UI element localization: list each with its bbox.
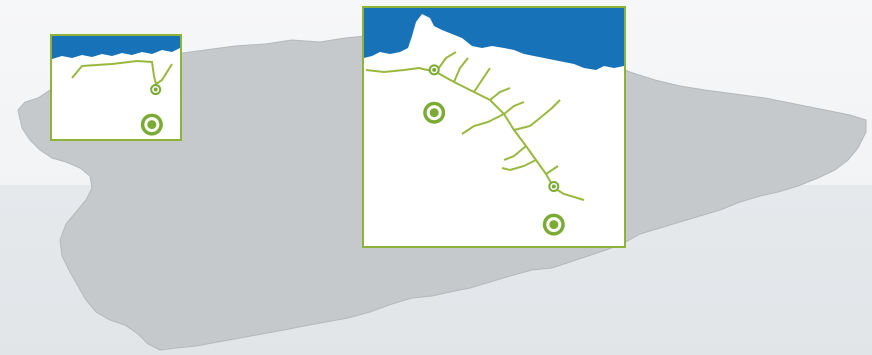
river-network [365,51,585,201]
sea-area [52,36,180,59]
large-marker-central-1[interactable] [423,101,446,124]
large-marker-central-3[interactable] [542,213,565,236]
small-marker-west-0[interactable] [150,84,162,96]
small-marker-central-2[interactable] [548,181,560,192]
large-marker-west-1[interactable] [140,113,163,136]
inset-map-central[interactable] [362,6,626,248]
sea-area [364,8,624,70]
river-line [71,59,173,86]
inset-map-west[interactable] [50,34,182,141]
small-marker-central-0[interactable] [428,64,440,76]
